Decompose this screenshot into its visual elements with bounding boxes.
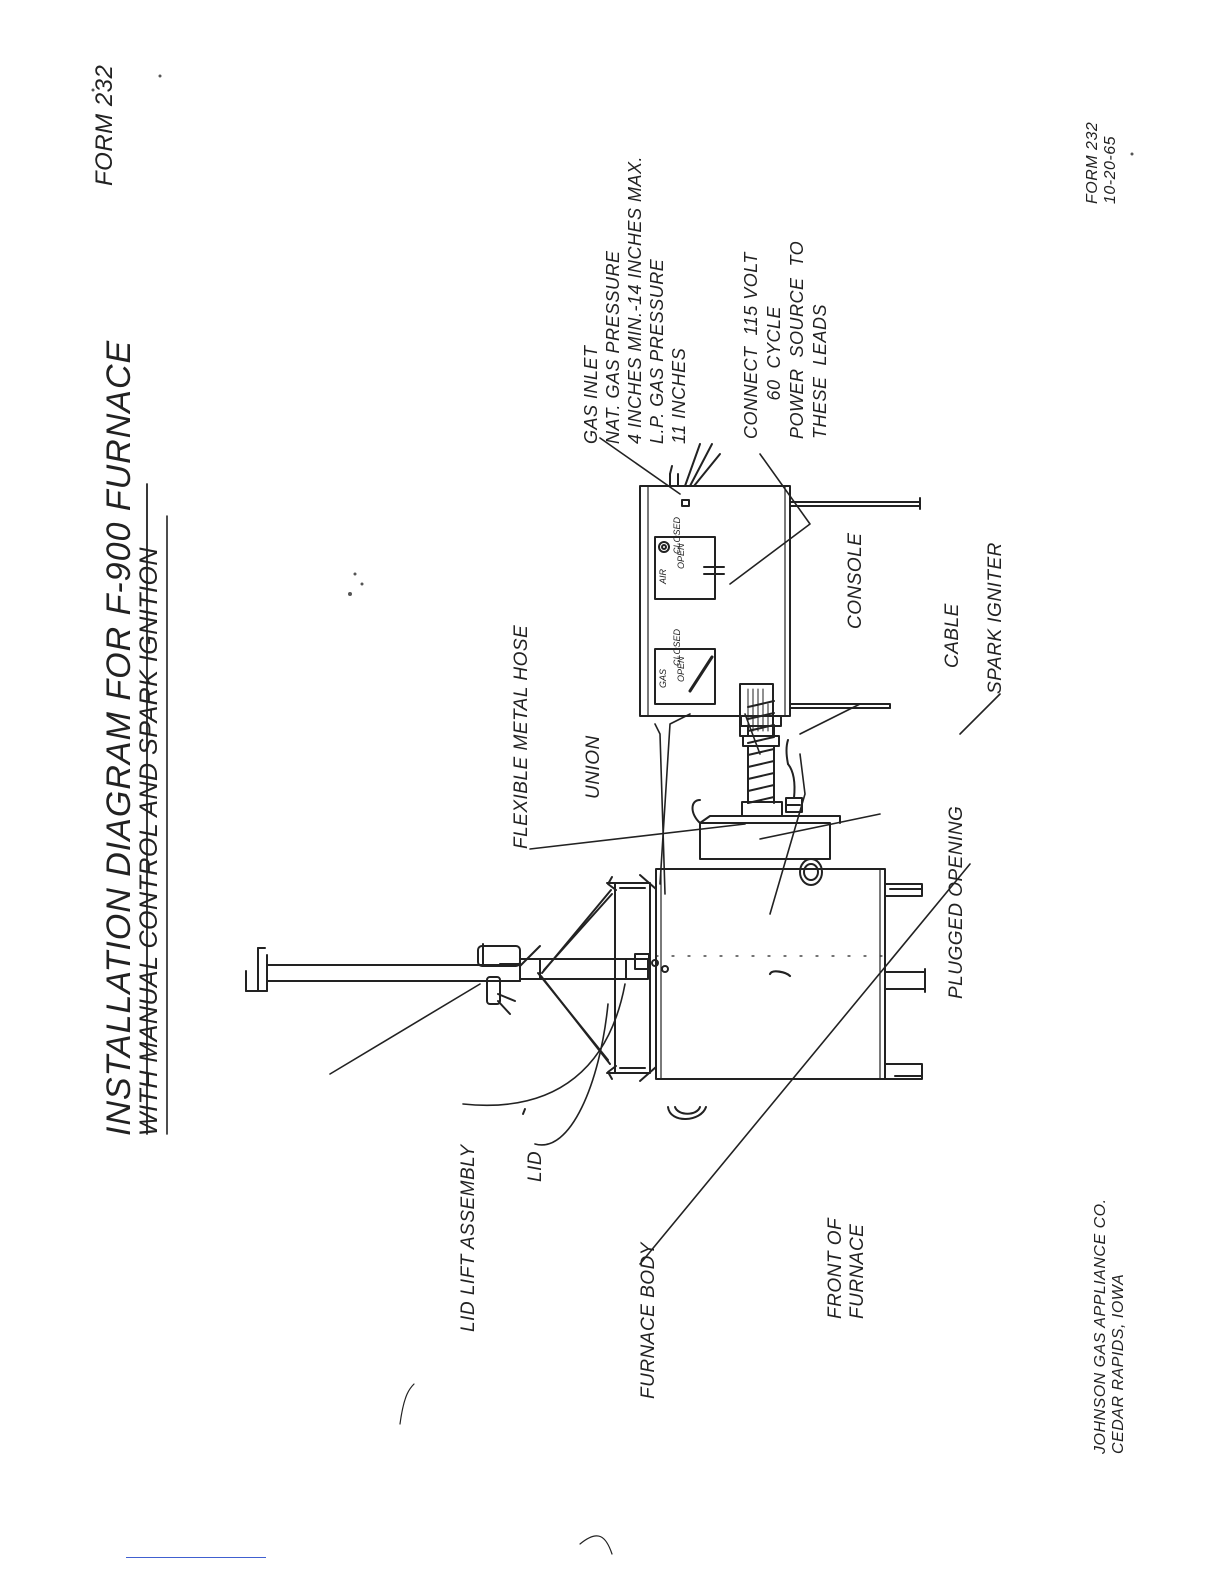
form-number: FORM 232 [91,64,118,186]
diagram-subtitle: WITH MANUAL CONTROL AND SPARK IGNITION [135,547,163,1136]
form-footer-date: 10-20-65 [1102,135,1119,204]
console-graphic [639,443,921,737]
company-name: JOHNSON GAS APPLIANCE CO. [1092,1198,1109,1454]
bottom-blue-line [126,1557,266,1558]
scan-specks [91,74,1134,596]
form-footer-number: FORM 232 [1084,121,1101,204]
label-lid: LID [525,1150,546,1182]
scan-mark-arc [399,1383,415,1425]
company-city: CEDAR RAPIDS, IOWA [1110,1273,1127,1454]
label-power-leads: CONNECT 115 VOLT 60 CYCLE POWER SOURCE T… [741,240,830,439]
console-gas-open: OPEN [676,656,686,682]
label-flexible-metal-hose: FLEXIBLE METAL HOSE [511,624,532,849]
label-front-of-furnace: FRONT OF FURNACE [825,1217,868,1319]
console-gas-label: GAS [658,668,668,688]
label-console: CONSOLE [845,532,866,629]
label-union: UNION [583,735,604,799]
hose-assembly-graphic [691,700,841,860]
label-furnace-body: FURNACE BODY [638,1242,659,1399]
label-plugged-opening: PLUGGED OPENING [946,805,967,999]
console-air-label: AIR [658,568,668,584]
label-lid-lift-assembly: LID LIFT ASSEMBLY [458,1144,479,1332]
lid-lift-assembly-graphic [245,889,669,1115]
diagram-title: INSTALLATION DIAGRAM FOR F-900 FURNACE [100,339,138,1136]
scan-mark-curve [579,1535,613,1555]
label-cable: CABLE [942,603,963,668]
console-air-open: OPEN [676,543,686,569]
furnace-body-graphic [655,858,926,1120]
leader-lines [329,437,1001,1265]
label-spark-igniter: SPARK IGNITER [985,542,1006,694]
lid-graphic [606,874,657,1082]
label-gas-inlet: GAS INLET NAT. GAS PRESSURE 4 INCHES MIN… [581,155,689,444]
